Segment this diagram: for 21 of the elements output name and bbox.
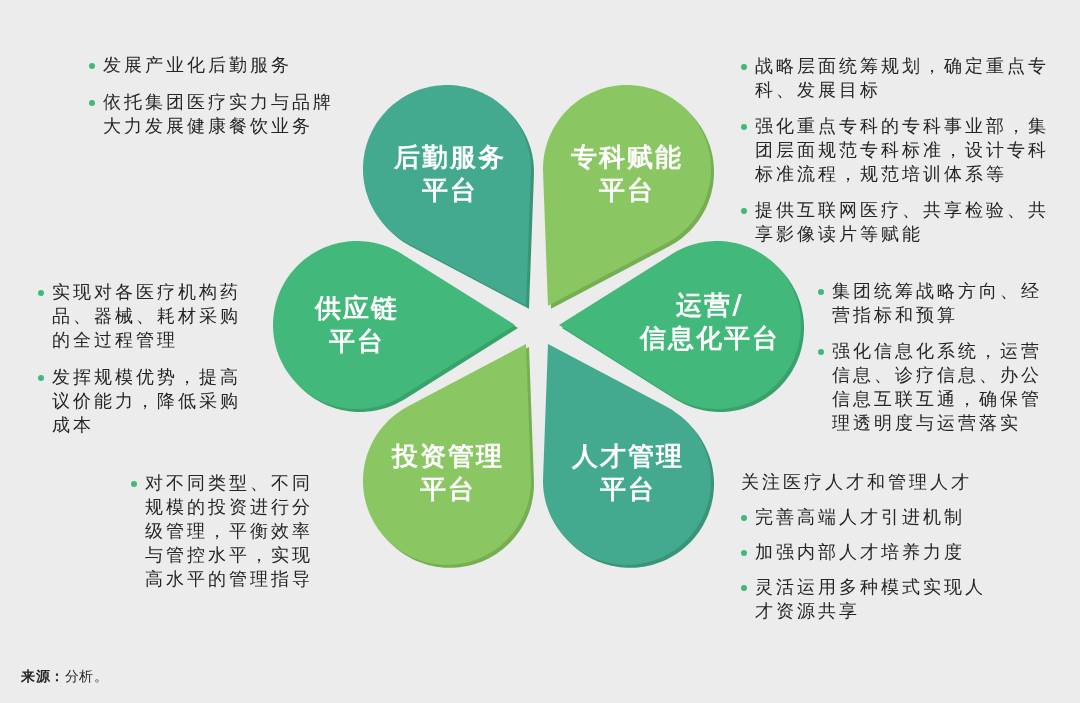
petal-label: 人才管理平台 — [571, 439, 685, 506]
bullet-text: 依托集团医疗实力与品牌大力发展健康餐饮业务 — [103, 90, 335, 138]
list-heading: 关注医疗人才和管理人才 — [741, 470, 973, 494]
bullet-text: 提供互联网医疗、共享检验、共享影像读片等赋能 — [755, 198, 1050, 246]
bullet-text: 对不同类型、不同规模的投资进行分级管理，平衡效率与管控水平，实现高水平的管理指导 — [145, 471, 314, 591]
petal-label: 专科赋能平台 — [570, 141, 684, 208]
bullet-text: 发展产业化后勤服务 — [103, 53, 293, 77]
bullet-text: 实现对各医疗机构药品、器械、耗材采购的全过程管理 — [52, 280, 242, 352]
bullet-text: 集团统筹战略方向、经营指标和预算 — [832, 279, 1043, 327]
petal-label: 后勤服务平台 — [393, 141, 507, 208]
bullet-text: 强化重点专科的专科事业部，集团层面规范专科标准，设计专科标准流程，规范培训体系等 — [755, 114, 1050, 186]
petal-label: 投资管理平台 — [390, 439, 505, 506]
bullet-text: 发挥规模优势，提高议价能力，降低采购成本 — [52, 365, 242, 437]
source-note: 来源：分析。 — [21, 667, 108, 686]
bullet-text: 完善高端人才引进机制 — [755, 505, 966, 529]
petal-label: 供应链平台 — [313, 292, 400, 358]
bullet-text: 强化信息化系统，运营信息、诊疗信息、办公信息互联互通，确保管理透明度与运营落实 — [832, 339, 1043, 435]
bullet-text: 加强内部人才培养力度 — [755, 540, 966, 564]
bullet-text: 战略层面统筹规划，确定重点专科、发展目标 — [755, 54, 1050, 102]
bullet-text: 灵活运用多种模式实现人才资源共享 — [755, 575, 987, 623]
petal-label: 运营/信息化平台 — [638, 289, 781, 355]
